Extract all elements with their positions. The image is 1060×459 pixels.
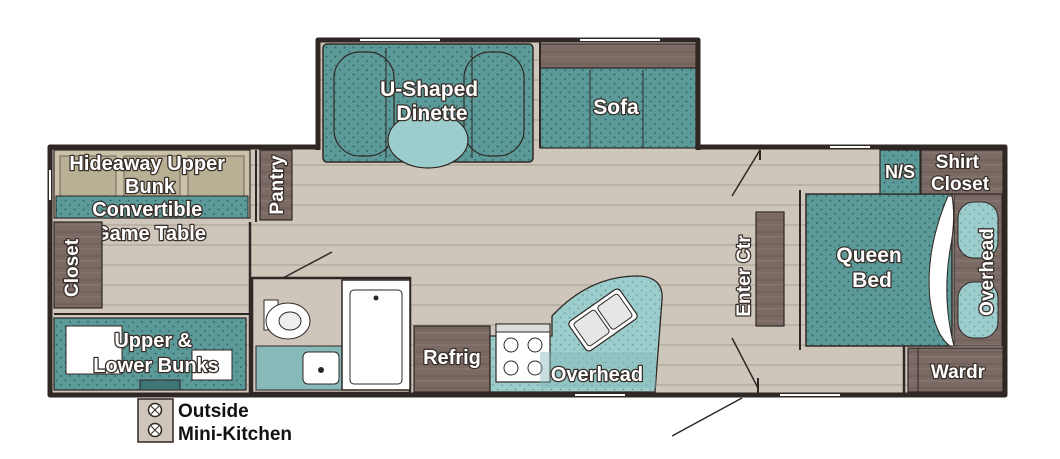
game-table-label: Convertible Game Table [92,199,208,245]
entry-door [671,397,743,437]
pillow [957,201,999,259]
toilet [263,299,311,340]
burner-icon [147,402,163,418]
bunks-label: Upper & Lower Bunks [93,330,219,377]
stove [495,323,551,383]
dinette-label: U-Shaped Dinette [380,78,484,125]
bathroom [250,251,412,395]
sofa: Sofa [539,43,697,149]
legend-line-1: Outside [178,401,249,422]
closet: Closet [53,221,103,309]
hideaway-bunk-label: Hideaway Upper Bunk [69,153,230,198]
enter-ctr-label: Enter Ctr [734,235,755,317]
shirt-closet: Shirt Closet [920,149,1004,196]
kitchen-sink [568,288,638,352]
refrig-label: Refrig [423,347,481,369]
legend-line-2: Mini-Kitchen [178,424,292,445]
wardrobe-label: Wardr [931,362,986,383]
hideaway-bunk: Hideaway Upper Bunk Convertible Game Tab… [53,149,251,246]
bunks: Upper & Lower Bunks [53,317,247,391]
dinette-table [387,111,469,169]
entertainment-center: Enter Ctr [731,149,785,395]
kitchen: Overhead [489,275,663,393]
legend: Outside Mini-Kitchen [137,398,292,445]
queen-bed-label: Queen Bed [836,244,907,292]
windows [49,39,870,396]
burner-icon [147,422,163,438]
shirt-closet-label: Shirt Closet [931,152,990,195]
bedroom-overhead-label: Overhead [977,228,998,316]
shower [341,279,411,391]
pantry: Pantry [255,149,293,222]
pillow [957,281,999,339]
exterior-walls [47,37,1008,398]
kitchen-overhead-label: Overhead [551,364,643,386]
nightstand: N/S [879,149,921,195]
refrigerator: Refrig [413,325,491,393]
queen-bed: Queen Bed Overhead [805,193,1003,347]
pantry-label: Pantry [267,155,288,215]
closet-label: Closet [62,238,83,297]
sofa-label: Sofa [593,96,639,119]
nightstand-label: N/S [885,162,915,182]
wardrobe: Wardr [907,347,1004,393]
dinette: U-Shaped Dinette [322,43,534,169]
